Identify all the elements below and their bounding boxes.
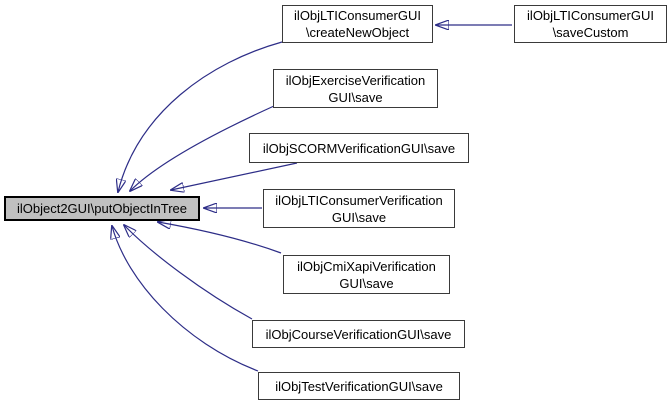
node-ilobjexerciseverificationgui-save[interactable]: ilObjExerciseVerification GUI\save (273, 69, 438, 108)
node-label: GUI\save (331, 209, 387, 225)
edge-testsave-to-putobjectintree (112, 226, 259, 372)
node-ilobject2gui-putobjectintree: ilObject2GUI\putObjectInTree (4, 196, 200, 221)
node-label: ilObjSCORMVerificationGUI\save (262, 140, 456, 156)
node-label: GUI\save (339, 275, 394, 291)
node-label: ilObjLTIConsumerGUI (294, 8, 421, 23)
node-ilobjtestverificationgui-save[interactable]: ilObjTestVerificationGUI\save (258, 372, 460, 400)
edge-scormsave-to-putobjectintree (171, 162, 298, 190)
node-label: \createNewObject (305, 25, 410, 40)
node-label: GUI\save (328, 89, 383, 105)
node-ilobjscormverificationgui-save[interactable]: ilObjSCORMVerificationGUI\save (249, 133, 469, 163)
edge-coursesave-to-putobjectintree (124, 225, 253, 320)
node-label: ilObjCourseVerificationGUI\save (265, 326, 452, 342)
edge-createnewobject-to-putobjectintree (118, 41, 283, 192)
node-ilobjcmixapiverificationgui-save[interactable]: ilObjCmiXapiVerification GUI\save (283, 255, 450, 294)
node-ilobjlticonsumergui-savecustom[interactable]: ilObjLTIConsumerGUI \saveCustom (514, 5, 667, 43)
node-label: ilObject2GUI\putObjectInTree (16, 201, 188, 216)
edge-exercisesave-to-putobjectintree (130, 105, 275, 191)
node-ilobjlticonsumergui-createnewobject[interactable]: ilObjLTIConsumerGUI \createNewObject (282, 5, 433, 43)
node-label: ilObjTestVerificationGUI\save (275, 378, 443, 394)
edge-cmixapisave-to-putobjectintree (158, 222, 282, 254)
node-label: ilObjCmiXapiVerification (297, 258, 436, 274)
node-ilobjlticonsumerverificationgui-save[interactable]: ilObjLTIConsumerVerification GUI\save (263, 189, 455, 228)
node-label: \saveCustom (552, 25, 629, 40)
node-ilobjcourseverificationgui-save[interactable]: ilObjCourseVerificationGUI\save (252, 320, 465, 348)
node-label: ilObjExerciseVerification (285, 72, 426, 88)
node-label: ilObjLTIConsumerGUI (527, 8, 654, 23)
node-label: ilObjLTIConsumerVerification (275, 192, 443, 208)
